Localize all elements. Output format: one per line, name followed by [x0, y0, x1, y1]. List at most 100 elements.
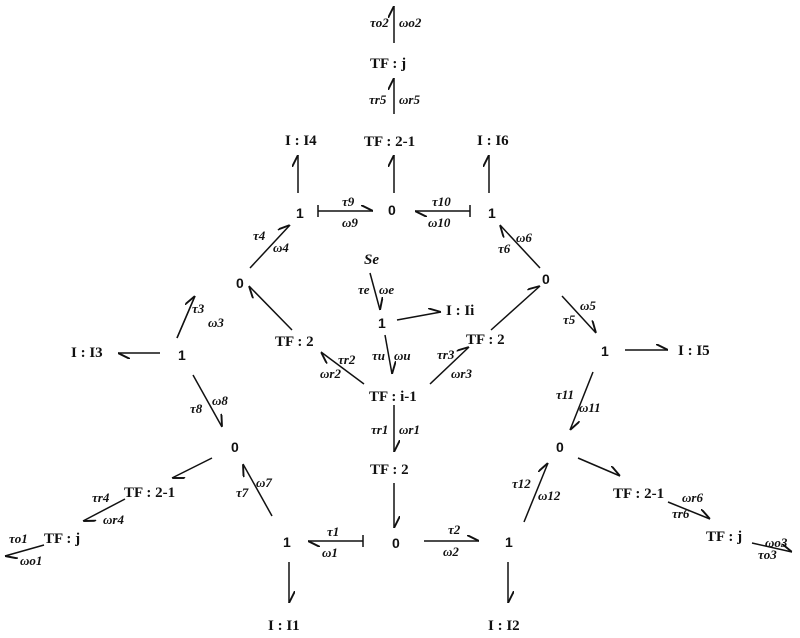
bond-7 [243, 463, 273, 517]
tf-j-top: TF : j [370, 56, 406, 72]
label-omega11: ω11 [579, 400, 601, 415]
label-omega4: ω4 [273, 240, 289, 255]
tf-half-right: TF : 2-1 [613, 486, 664, 502]
bond-o3 [751, 542, 792, 552]
label-tau2: τ2 [448, 522, 461, 537]
element-I4: I : I4 [285, 133, 317, 149]
bond-tf2-left [249, 285, 293, 331]
tf-half-top: TF : 2-1 [364, 134, 415, 150]
label-tau-o1: τo1 [9, 531, 28, 546]
junction-zero-bottom-left: 0 [231, 439, 239, 455]
label-tau-r5: τr5 [369, 92, 387, 107]
label-omega-u: ωu [394, 348, 411, 363]
label-omega-r1: ωr1 [399, 422, 420, 437]
junction-zero-bottom: 0 [392, 535, 400, 551]
tf-2-left: TF : 2 [275, 334, 314, 350]
junction-one-top-right: 1 [488, 205, 496, 221]
label-omega3: ω3 [208, 315, 224, 330]
label-omega-o2: ωo2 [399, 15, 422, 30]
source-Se: Se [364, 252, 379, 268]
label-tau10: τ10 [432, 194, 451, 209]
label-tau9: τ9 [342, 194, 355, 209]
bond-r4 [82, 498, 126, 521]
label-omega2: ω2 [443, 544, 459, 559]
tf-half-left: TF : 2-1 [124, 485, 175, 501]
bond-tf2-right [490, 286, 541, 331]
bond-3 [176, 296, 196, 339]
label-tau11: τ11 [556, 387, 574, 402]
label-tau6: τ6 [498, 241, 511, 256]
label-tau12: τ12 [512, 476, 531, 491]
junction-one-bottom-right: 1 [505, 534, 513, 550]
label-omega8: ω8 [212, 393, 228, 408]
element-I6: I : I6 [477, 133, 509, 149]
junction-one-left: 1 [178, 347, 186, 363]
junction-zero-right: 0 [542, 271, 550, 287]
bond-11 [569, 371, 594, 430]
element-I2: I : I2 [488, 618, 520, 634]
label-tau8: τ8 [190, 401, 203, 416]
bond-8 [192, 374, 222, 428]
bond-bl-tf [171, 457, 213, 478]
label-tau-u: τu [372, 348, 385, 363]
label-tau3: τ3 [192, 301, 205, 316]
label-omega7: ω7 [256, 475, 272, 490]
label-tau-r1: τr1 [371, 422, 388, 437]
label-omega-o1: ωo1 [20, 553, 42, 568]
label-omega5: ω5 [580, 298, 596, 313]
bond-e [369, 272, 380, 311]
element-I1: I : I1 [268, 618, 300, 634]
label-omega-r5: ωr5 [399, 92, 420, 107]
bond-r6 [667, 501, 710, 520]
label-omega-o3: ωo3 [765, 535, 788, 550]
tf-j-right: TF : j [706, 529, 742, 545]
label-tau-o3: τo3 [758, 547, 777, 562]
label-omega-r3: ωr3 [451, 366, 472, 381]
label-omega12: ω12 [538, 488, 561, 503]
label-omega-e: ωe [379, 282, 394, 297]
label-tau7: τ7 [236, 485, 249, 500]
junction-zero-left: 0 [236, 275, 244, 291]
label-omega-r4: ωr4 [103, 512, 124, 527]
label-tau5: τ5 [563, 312, 576, 327]
junction-zero-top: 0 [388, 202, 396, 218]
label-omega9: ω9 [342, 215, 358, 230]
bond-u [384, 334, 392, 374]
bond-5 [561, 295, 596, 334]
label-omega-r6: ωr6 [682, 490, 703, 505]
bond-4 [249, 225, 291, 269]
bonds [4, 6, 792, 603]
bond-Ii [396, 312, 441, 321]
label-omega6: ω6 [516, 230, 532, 245]
label-tau-r6: τr6 [672, 506, 690, 521]
element-I5: I : I5 [678, 343, 710, 359]
label-tau-e: τe [358, 282, 370, 297]
label-tau1: τ1 [327, 524, 339, 539]
label-omega1: ω1 [322, 545, 338, 560]
junction-zero-bottom-right: 0 [556, 439, 564, 455]
label-tau4: τ4 [253, 228, 266, 243]
element-Ii: I : Ii [446, 303, 474, 319]
label-omega10: ω10 [428, 215, 451, 230]
label-tau-r4: τr4 [92, 490, 110, 505]
label-tau-r3: τr3 [437, 347, 455, 362]
junction-one-top-left: 1 [296, 205, 304, 221]
label-tau-r2: τr2 [338, 352, 356, 367]
bond-r3 [429, 347, 470, 385]
tf-2-center: TF : 2 [370, 462, 409, 478]
junction-one-right: 1 [601, 343, 609, 359]
labels: τo2 ωo2 TF : j τr5 ωr5 TF : 2-1 I : I4 I… [9, 15, 788, 634]
tf-2-right: TF : 2 [466, 332, 505, 348]
tf-j-left: TF : j [44, 531, 80, 547]
tf-i: TF : i-1 [369, 389, 417, 405]
bond-12 [523, 463, 549, 523]
label-tau-o2: τo2 [370, 15, 389, 30]
bond-r2 [321, 351, 365, 385]
junction-one-bottom-left: 1 [283, 534, 291, 550]
junction-one-center: 1 [378, 315, 386, 331]
bond-o1 [4, 544, 45, 556]
label-omega-r2: ωr2 [320, 366, 341, 381]
element-I3: I : I3 [71, 345, 103, 361]
